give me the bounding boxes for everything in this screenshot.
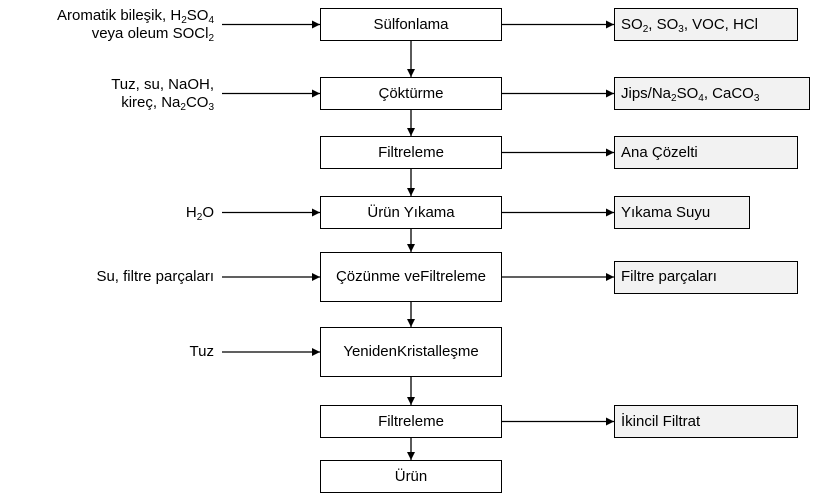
subscript: 4 [208, 14, 214, 26]
text-line: Su, filtre parçaları [96, 268, 214, 286]
text-line: Filtreleme [420, 268, 486, 285]
step-cokturme: Çöktürme [320, 77, 502, 110]
step-yeniden-kristallesme: YenidenKristalleşme [320, 327, 502, 377]
text-run: , CaCO [703, 84, 754, 102]
subscript: 4 [698, 92, 704, 104]
step-label: Çözünme veFiltreleme [336, 267, 486, 287]
text-run: Ürün Yıkama [367, 203, 455, 221]
text-line: Tuz [190, 343, 214, 361]
text-run: H [185, 203, 197, 221]
text-line: Yeniden [343, 343, 397, 360]
output-label: Filtre parçaları [621, 267, 717, 287]
output-label: Ana Çözelti [621, 143, 698, 163]
text-line: Jips/Na2SO4, CaCO3 [621, 84, 760, 104]
text-run: SO [621, 15, 643, 33]
text-run: Yıkama Suyu [621, 203, 711, 221]
output-box: SO2, SO3, VOC, HCl [614, 8, 798, 41]
text-run: Aromatik bileşik, H [56, 6, 182, 24]
text-run: veya oleum SOCl [91, 24, 209, 42]
output-label: Jips/Na2SO4, CaCO3 [621, 84, 759, 104]
text-run: SO [676, 84, 699, 102]
text-run: Kristalleşme [396, 343, 479, 360]
text-run: Sülfonlama [373, 15, 449, 33]
step-urun-yikama: Ürün Yıkama [320, 196, 502, 229]
step-sulfonlama: Sülfonlama [320, 8, 502, 41]
text-run: Ana Çözelti [621, 143, 698, 161]
step-label: Ürün [395, 467, 428, 487]
text-line: Filtreleme [378, 413, 444, 430]
input-label: Su, filtre parçaları [96, 268, 214, 286]
text-run: , SO [648, 15, 679, 33]
text-line: Çöktürme [378, 85, 443, 102]
text-run: , VOC, HCl [683, 15, 759, 33]
text-line: SO2, SO3, VOC, HCl [621, 15, 759, 35]
step-label: Ürün Yıkama [367, 203, 454, 223]
text-line: Çözünme ve [336, 268, 420, 285]
text-run: Filtreleme [378, 143, 444, 161]
text-run: Filtre parçaları [621, 268, 717, 285]
output-box: Yıkama Suyu [614, 196, 750, 229]
subscript: 2 [208, 32, 214, 44]
text-line: Ana Çözelti [621, 144, 698, 161]
subscript: 2 [671, 92, 677, 104]
text-run: Çözünme ve [335, 268, 421, 285]
text-line: Aromatik bileşik, H2SO4 [56, 6, 214, 26]
output-label: İkincil Filtrat [621, 412, 700, 432]
output-label: Yıkama Suyu [621, 203, 710, 223]
text-line: Filtre parçaları [621, 268, 717, 285]
step-filtreleme-2: Filtreleme [320, 405, 502, 438]
text-line: H2O [185, 203, 214, 223]
output-box: Filtre parçaları [614, 260, 798, 294]
text-line: Tuz, su, NaOH, [111, 76, 214, 94]
input-label: Tuz [190, 343, 214, 361]
step-label: YenidenKristalleşme [343, 342, 478, 362]
output-box: İkincil Filtrat [614, 405, 798, 438]
subscript: 3 [678, 23, 684, 35]
text-run: kireç, Na [121, 93, 181, 111]
input-label: H2O [185, 203, 214, 223]
subscript: 2 [181, 14, 187, 26]
step-label: Çöktürme [378, 84, 443, 104]
subscript: 2 [196, 211, 203, 223]
text-line: Filtreleme [378, 144, 444, 161]
text-line: Kristalleşme [397, 343, 479, 360]
text-run: SO [186, 6, 209, 24]
text-run: Filtreleme [420, 268, 487, 285]
text-run: O [202, 203, 214, 221]
input-label: Tuz, su, NaOH,kireç, Na2CO3 [111, 76, 214, 113]
subscript: 2 [180, 101, 186, 113]
step-label: Filtreleme [378, 412, 444, 432]
output-label: SO2, SO3, VOC, HCl [621, 15, 758, 35]
subscript: 3 [208, 101, 214, 113]
step-cozunme-filtreleme: Çözünme veFiltreleme [320, 252, 502, 302]
text-line: Yıkama Suyu [621, 204, 710, 221]
text-line: İkincil Filtrat [621, 413, 700, 430]
text-run: Filtreleme [378, 412, 444, 430]
output-box: Jips/Na2SO4, CaCO3 [614, 77, 810, 110]
step-urun: Ürün [320, 460, 502, 493]
step-label: Filtreleme [378, 143, 444, 163]
step-filtreleme-1: Filtreleme [320, 136, 502, 169]
text-run: Tuz [189, 343, 214, 360]
text-line: kireç, Na2CO3 [111, 93, 214, 113]
text-run: Tuz, su, NaOH, [111, 75, 214, 93]
text-run: Su, filtre parçaları [96, 268, 214, 285]
text-line: Ürün Yıkama [367, 204, 454, 221]
subscript: 3 [753, 92, 760, 104]
text-run: Ürün [394, 467, 428, 485]
output-box: Ana Çözelti [614, 136, 798, 169]
text-run: İkincil Filtrat [621, 412, 701, 430]
text-line: veya oleum SOCl2 [57, 24, 214, 44]
text-run: Çöktürme [378, 84, 444, 102]
text-line: Ürün [395, 468, 428, 485]
text-run: Jips/Na [621, 84, 672, 102]
text-run: CO [185, 93, 209, 111]
step-label: Sülfonlama [373, 15, 448, 35]
text-line: Sülfonlama [373, 16, 448, 33]
text-run: Yeniden [343, 343, 397, 360]
subscript: 2 [642, 23, 649, 35]
